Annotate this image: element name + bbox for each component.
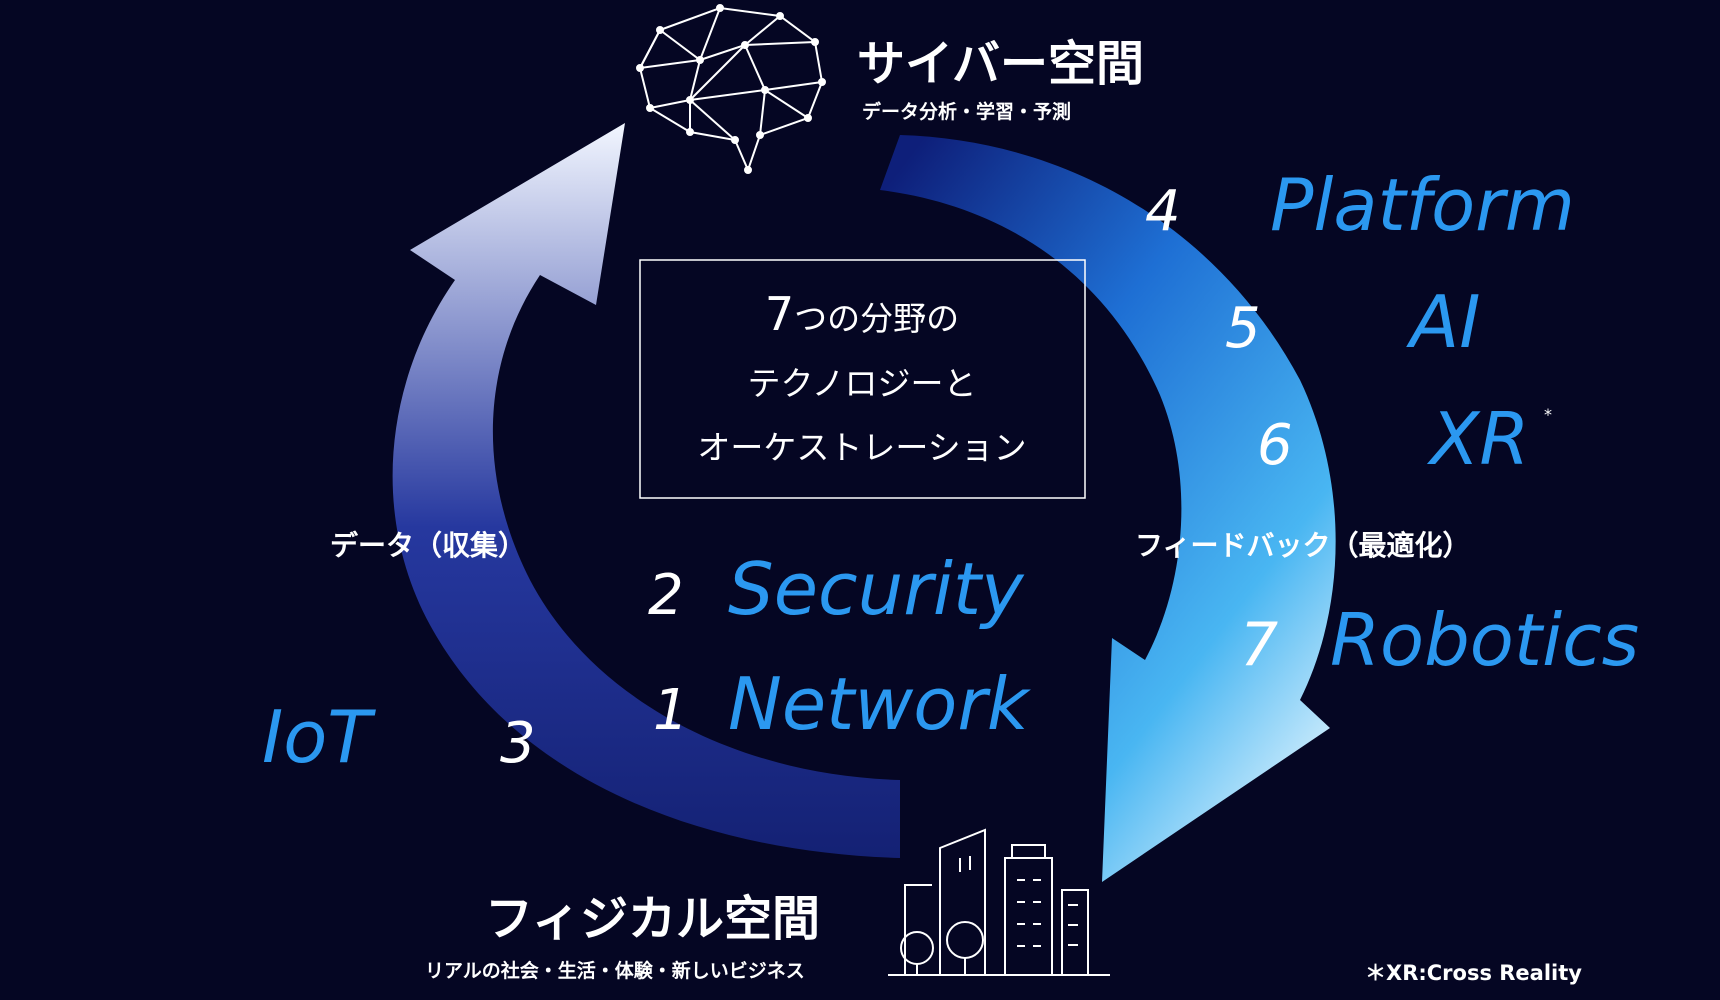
data-collection-arrow [392, 123, 900, 858]
svg-text:7つの分野の: 7つの分野の [765, 287, 959, 341]
tech-label-security: Security [728, 547, 1025, 631]
tech-number-4: 4 [1145, 179, 1181, 244]
physical-subtitle: リアルの社会・生活・体験・新しいビジネス [425, 959, 805, 982]
tech-label-xr: XR [1426, 397, 1529, 481]
tech-label-xr-mark: * [1544, 405, 1552, 424]
tech-label-iot: IoT [262, 695, 376, 779]
tech-item-robotics: 7 Robotics [1240, 598, 1710, 682]
cyber-subtitle: データ分析・学習・予測 [862, 100, 1071, 123]
data-collection-label: データ（収集） [330, 529, 526, 562]
center-box-line2: テクノロジーと [747, 364, 976, 403]
feedback-label: フィードバック（最適化） [1135, 529, 1470, 562]
tech-number-3: 3 [500, 711, 536, 776]
tech-number-2: 2 [648, 563, 684, 628]
tech-number-1: 1 [653, 678, 689, 743]
feedback-arrow [880, 135, 1336, 882]
physical-title: フィジカル空間 [485, 891, 820, 947]
tech-item-iot: IoT 3 [80, 695, 536, 779]
tech-item-platform: 4 Platform [1145, 163, 1620, 247]
tech-item-xr: 6 XR * [1257, 397, 1710, 481]
center-box-line1: つの分野の [794, 299, 959, 338]
tech-number-6: 6 [1257, 413, 1293, 478]
cyber-title: サイバー空間 [857, 36, 1144, 92]
tech-item-ai: 5 AI [1225, 280, 1690, 364]
tech-label-robotics: Robotics [1330, 598, 1639, 682]
tech-label-ai: AI [1406, 280, 1481, 364]
xr-footnote: ＊XR:Cross Reality [1365, 961, 1582, 985]
tech-label-platform: Platform [1270, 163, 1575, 247]
center-box-number: 7 [765, 287, 794, 341]
brain-network-icon [636, 4, 826, 174]
tech-number-7: 7 [1240, 610, 1278, 680]
center-box-line3: オーケストレーション [697, 428, 1026, 467]
tech-label-network: Network [728, 662, 1032, 746]
city-buildings-icon [888, 828, 1110, 976]
center-box: 7つの分野の テクノロジーと オーケストレーション [639, 259, 1086, 499]
tech-number-5: 5 [1225, 296, 1261, 361]
tech-item-network: 1 Network [653, 662, 1110, 746]
tech-item-security: 2 Security [648, 547, 1110, 631]
